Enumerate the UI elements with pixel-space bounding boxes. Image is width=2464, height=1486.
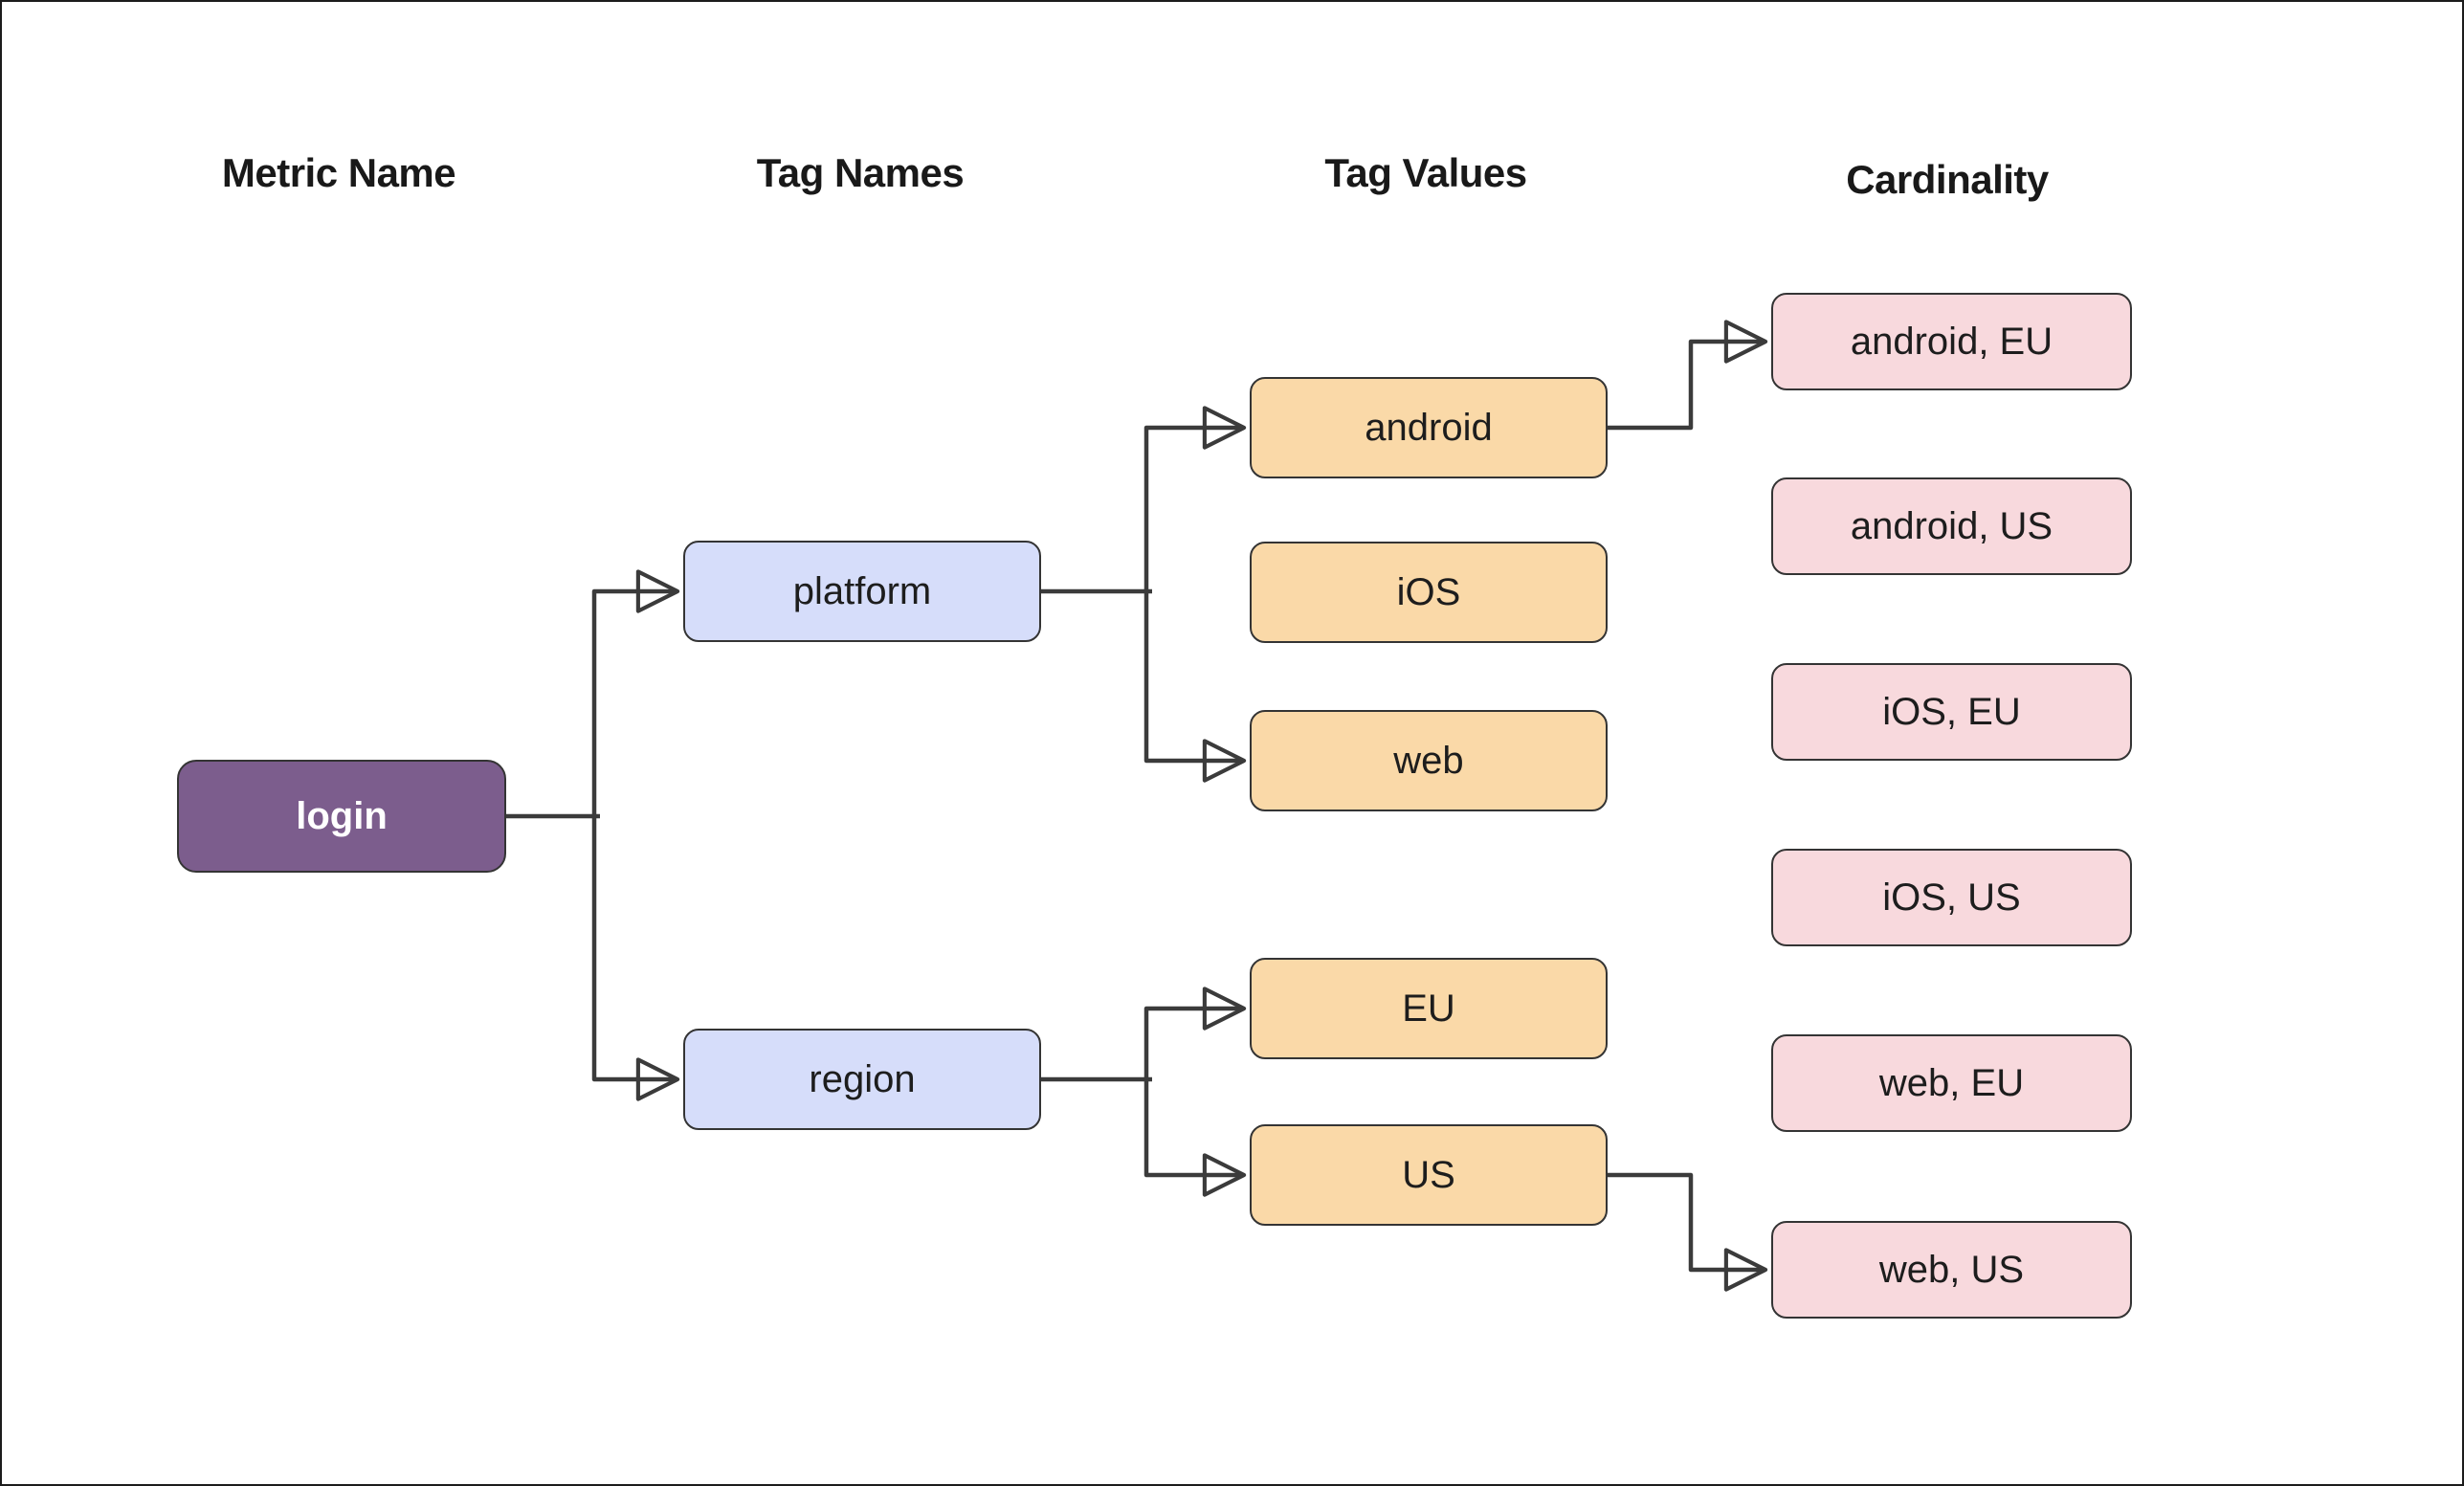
node-web-us: web, US	[1771, 1221, 2132, 1319]
column-header-metric-name: Metric Name	[221, 150, 456, 195]
node-android-eu: android, EU	[1771, 293, 2132, 390]
edge-android-android-eu	[1607, 320, 1768, 431]
edge-platform-web	[1143, 591, 1247, 783]
column-header-cardinality: Cardinality	[1846, 157, 2049, 202]
node-login: login	[177, 760, 506, 873]
edge-login-region	[591, 816, 680, 1101]
node-ios: iOS	[1250, 542, 1608, 643]
column-header-tag-values: Tag Values	[1324, 150, 1527, 195]
node-web-eu: web, EU	[1771, 1034, 2132, 1132]
node-web: web	[1250, 710, 1608, 811]
node-us: US	[1250, 1124, 1608, 1226]
node-eu: EU	[1250, 958, 1608, 1059]
node-ios-eu: iOS, EU	[1771, 663, 2132, 761]
node-android-us: android, US	[1771, 477, 2132, 575]
edge-region-us	[1143, 1079, 1247, 1197]
node-region: region	[683, 1029, 1041, 1130]
node-android: android	[1250, 377, 1608, 478]
node-platform: platform	[683, 541, 1041, 642]
edge-us-web-us	[1607, 1172, 1768, 1292]
edge-login-platform	[591, 569, 680, 816]
node-ios-us: iOS, US	[1771, 849, 2132, 946]
column-header-tag-names: Tag Names	[756, 150, 965, 195]
edge-platform-android	[1143, 406, 1247, 591]
edge-region-eu	[1143, 987, 1247, 1079]
